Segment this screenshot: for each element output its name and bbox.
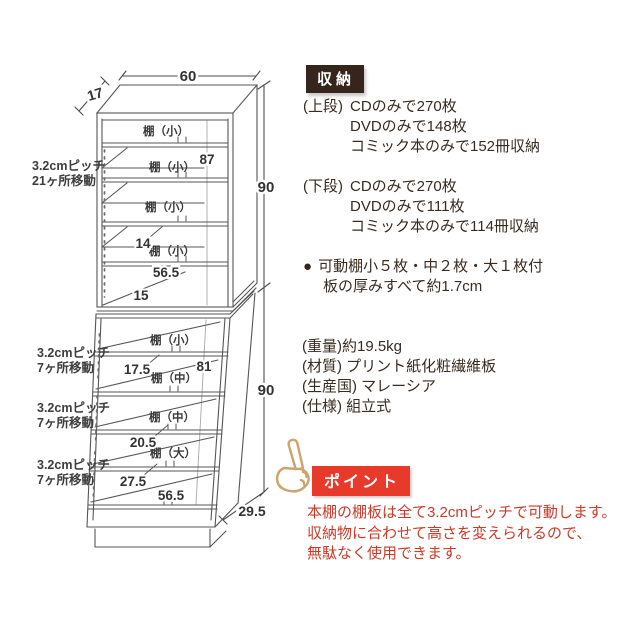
movable-shelf-note: ● 可動棚小５枚・中２枚・大１枚付 板の厚みすべて約1.7cm bbox=[303, 257, 543, 297]
dimension-lines bbox=[74, 70, 271, 525]
dim-depth-bottom-label: 29.5 bbox=[238, 503, 265, 519]
storage-upper-label: (上段) bbox=[303, 98, 343, 115]
pitch-upper-line1: 3.2cmピッチ bbox=[32, 159, 105, 173]
storage-upper-line: DVDのみで148枚 bbox=[350, 118, 467, 135]
dim-width-label: 60 bbox=[180, 68, 197, 85]
num-56-5-upper: 56.5 bbox=[153, 265, 180, 280]
num-17-5: 17.5 bbox=[124, 362, 151, 377]
shelf-label-mid-1: 棚（中） bbox=[151, 371, 197, 385]
shelf-label-small-1: 棚（小） bbox=[143, 124, 189, 138]
shelf-label-small-5: 棚（小） bbox=[150, 333, 196, 347]
spec-country: (生産国) マレーシア bbox=[302, 378, 436, 395]
spec-list: (重量)約19.5kg (材質) プリント紙化粧繊維板 (生産国) マレーシア … bbox=[302, 337, 496, 417]
pitch-lower2-line2: 7ヶ所移動 bbox=[37, 415, 94, 430]
spec-weight: (重量)約19.5kg bbox=[302, 338, 403, 355]
storage-upper-line: CDのみで270枚 bbox=[350, 98, 457, 115]
pitch-lower2-line1: 3.2cmピッチ bbox=[37, 401, 110, 415]
pitch-upper-line2: 21ヶ所移動 bbox=[32, 173, 96, 188]
num-20-5: 20.5 bbox=[130, 435, 157, 450]
bullet-icon: ● bbox=[303, 258, 313, 275]
point-badge: ポイント bbox=[312, 466, 411, 496]
note-line2-text: 板の厚みすべて約1.7cm bbox=[323, 278, 483, 295]
shelf-label-mid-2: 棚（中） bbox=[149, 410, 195, 424]
pitch-lower3-line1: 3.2cmピッチ bbox=[37, 458, 110, 472]
storage-lower-block: (下段) CDのみで270枚 DVDのみで111枚 コミック本のみで114冊収納 bbox=[303, 177, 539, 237]
storage-lower-line: CDのみで270枚 bbox=[350, 178, 457, 195]
num-15: 15 bbox=[133, 288, 149, 303]
dim-depth-top-label: 17 bbox=[85, 84, 105, 104]
spec-material: (材質) プリント紙化粧繊維板 bbox=[302, 358, 497, 375]
shelf-label-small-3: 棚（小） bbox=[145, 200, 191, 214]
dim-height-upper-label: 90 bbox=[258, 179, 275, 196]
num-56-5-lower: 56.5 bbox=[158, 488, 185, 503]
num-87: 87 bbox=[199, 152, 214, 167]
upper-front-face bbox=[96, 112, 234, 308]
lower-shelf-bands bbox=[87, 351, 229, 510]
spec-assembly: (仕様) 組立式 bbox=[302, 398, 392, 415]
shelf-label-large: 棚（大） bbox=[150, 446, 196, 460]
num-27-5: 27.5 bbox=[120, 474, 147, 489]
storage-badge: 収納 bbox=[306, 65, 365, 93]
num-81: 81 bbox=[196, 359, 212, 374]
point-line: 本棚の棚板は全て3.2cmピッチで可動します。 bbox=[307, 504, 617, 521]
upper-top-face bbox=[95, 84, 259, 114]
storage-upper-block: (上段) CDのみで270枚 DVDのみで148枚 コミック本のみで152冊収納 bbox=[303, 97, 540, 157]
storage-lower-line: DVDのみで111枚 bbox=[350, 198, 465, 215]
storage-upper-line: コミック本のみで152冊収納 bbox=[350, 138, 541, 155]
upper-shelf-bands bbox=[101, 142, 229, 267]
pitch-lower1-line2: 7ヶ所移動 bbox=[37, 360, 94, 375]
storage-lower-line: コミック本のみで114冊収納 bbox=[350, 218, 539, 235]
note-line1-text: 可動棚小５枚・中２枚・大１枚付 bbox=[318, 258, 544, 275]
pitch-lower1-line1: 3.2cmピッチ bbox=[37, 346, 110, 360]
point-description: 本棚の棚板は全て3.2cmピッチで可動します。 収納物に合わせて高さを変えられる… bbox=[307, 503, 616, 565]
pitch-lower3-line2: 7ヶ所移動 bbox=[37, 472, 94, 487]
shelf-label-small-2: 棚（小） bbox=[149, 160, 195, 174]
storage-lower-label: (下段) bbox=[303, 178, 343, 195]
hand-pointing-icon bbox=[275, 438, 310, 493]
num-14: 14 bbox=[135, 236, 151, 251]
point-line: 無駄なく使用できます。 bbox=[307, 545, 471, 562]
shelf-label-small-4: 棚（小） bbox=[149, 244, 195, 258]
dim-height-lower-label: 90 bbox=[258, 382, 275, 399]
point-line: 収納物に合わせて高さを変えられるので、 bbox=[307, 524, 592, 542]
